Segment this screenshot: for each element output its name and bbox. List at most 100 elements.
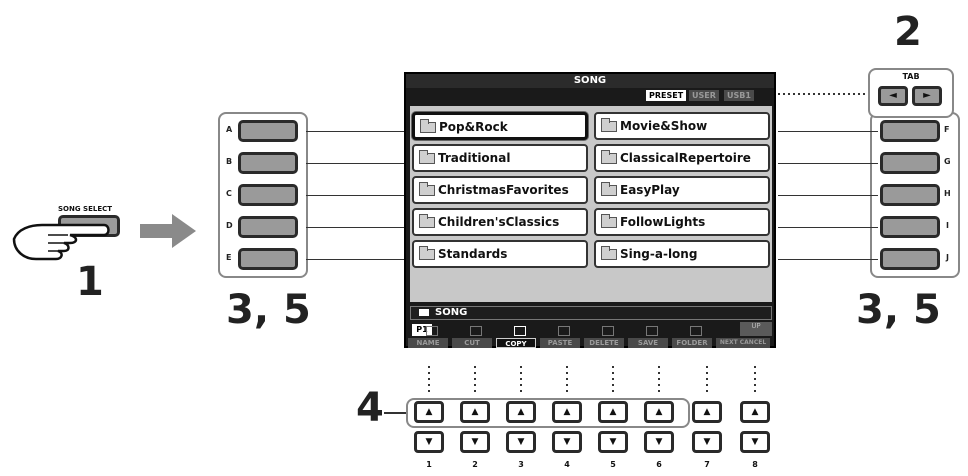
name-icon [426,326,438,336]
button-h-label: H [944,189,951,198]
button-i-leader [778,227,878,228]
down-button-2[interactable]: ▼ [460,431,490,453]
file-label: EasyPlay [620,183,680,197]
dotted-leader-2 [474,366,476,392]
tab-left-button[interactable]: ◄ [878,86,908,106]
tab-right-button[interactable]: ► [912,86,942,106]
file-item-classical-repertoire[interactable]: ClassicalRepertoire [594,144,770,172]
button-f-leader [778,131,878,132]
song-screen: SONG PRESET USER USB1 Pop&Rock Tradition… [404,72,776,348]
up-button-8[interactable]: ▲ [740,401,770,423]
file-label: FollowLights [620,215,706,229]
path-folder-icon [419,309,429,316]
button-f[interactable] [880,120,940,142]
down-button-1[interactable]: ▼ [414,431,444,453]
current-path: SONG [435,307,468,318]
scissors-icon [470,326,482,336]
down-button-4[interactable]: ▼ [552,431,582,453]
folder-icon [601,182,617,196]
up-button-2[interactable]: ▲ [460,401,490,423]
dotted-leader-5 [612,366,614,392]
file-label: Sing-a-long [620,247,698,261]
button-g[interactable] [880,152,940,174]
button-number-8: 8 [752,460,758,469]
button-b-label: B [226,157,233,166]
file-item-standards[interactable]: Standards [412,240,588,268]
down-button-5[interactable]: ▼ [598,431,628,453]
step-3-5-left-number: 3, 5 [226,287,311,333]
file-item-pop-rock[interactable]: Pop&Rock [412,112,588,140]
down-button-6[interactable]: ▼ [644,431,674,453]
folder-icon [690,326,702,336]
menu-save-button[interactable]: SAVE [628,338,668,348]
pressing-hand-icon [12,223,110,261]
file-item-childrens-classics[interactable]: Children'sClassics [412,208,588,236]
button-number-6: 6 [656,460,662,469]
paste-icon [558,326,570,336]
file-label: Pop&Rock [439,120,508,134]
tab-usb1[interactable]: USB1 [724,90,754,101]
buttons-1-6-group [406,398,690,428]
dotted-leader-6 [658,366,660,392]
button-f-label: F [944,125,950,134]
down-button-8[interactable]: ▼ [740,431,770,453]
button-d[interactable] [238,216,298,238]
up-button-5[interactable]: ▲ [598,401,628,423]
button-b-leader [306,163,404,164]
file-item-follow-lights[interactable]: FollowLights [594,208,770,236]
menu-next-cancel-button[interactable]: NEXT CANCEL [716,338,770,348]
down-button-3[interactable]: ▼ [506,431,536,453]
file-item-christmas-favorites[interactable]: ChristmasFavorites [412,176,588,204]
button-c-label: C [226,189,232,198]
button-e[interactable] [238,248,298,270]
menu-copy-button[interactable]: COPY [496,338,536,348]
button-a[interactable] [238,120,298,142]
dotted-leader-8 [754,366,756,392]
menu-delete-button[interactable]: DELETE [584,338,624,348]
button-h-leader [778,195,878,196]
up-button-7[interactable]: ▲ [692,401,722,423]
file-item-sing-a-long[interactable]: Sing-a-long [594,240,770,268]
menu-paste-button[interactable]: PASTE [540,338,580,348]
page-indicator[interactable]: P1 [412,324,432,336]
button-d-label: D [226,221,233,230]
step-3-5-right-number: 3, 5 [856,287,941,333]
tab-dotted-leader [778,93,868,95]
tab-user[interactable]: USER [689,90,719,101]
file-item-movie-show[interactable]: Movie&Show [594,112,770,140]
folder-icon [419,182,435,196]
step-4-leader [384,412,408,414]
button-c[interactable] [238,184,298,206]
file-item-traditional[interactable]: Traditional [412,144,588,172]
file-item-easy-play[interactable]: EasyPlay [594,176,770,204]
up-button-4[interactable]: ▲ [552,401,582,423]
screen-title: SONG [406,74,774,88]
button-number-5: 5 [610,460,616,469]
button-d-leader [306,227,404,228]
folder-icon [419,150,435,164]
button-b[interactable] [238,152,298,174]
up-button-6[interactable]: ▲ [644,401,674,423]
button-i-label: I [946,221,949,230]
copy-icon [514,326,526,336]
down-button-7[interactable]: ▼ [692,431,722,453]
tab-preset[interactable]: PRESET [646,90,687,101]
button-number-1: 1 [426,460,432,469]
button-i[interactable] [880,216,940,238]
button-c-leader [306,195,404,196]
folder-icon [420,119,436,133]
step-4-number: 4 [356,385,384,431]
up-button[interactable]: UP [740,322,772,336]
step-1-number: 1 [76,259,104,305]
menu-cut-button[interactable]: CUT [452,338,492,348]
button-j[interactable] [880,248,940,270]
button-h[interactable] [880,184,940,206]
folder-icon [419,214,435,228]
menu-name-button[interactable]: NAME [408,338,448,348]
menu-folder-button[interactable]: FOLDER [672,338,712,348]
dotted-leader-4 [566,366,568,392]
folder-icon [601,118,617,132]
up-button-3[interactable]: ▲ [506,401,536,423]
tab-label: TAB [902,72,920,81]
up-button-1[interactable]: ▲ [414,401,444,423]
